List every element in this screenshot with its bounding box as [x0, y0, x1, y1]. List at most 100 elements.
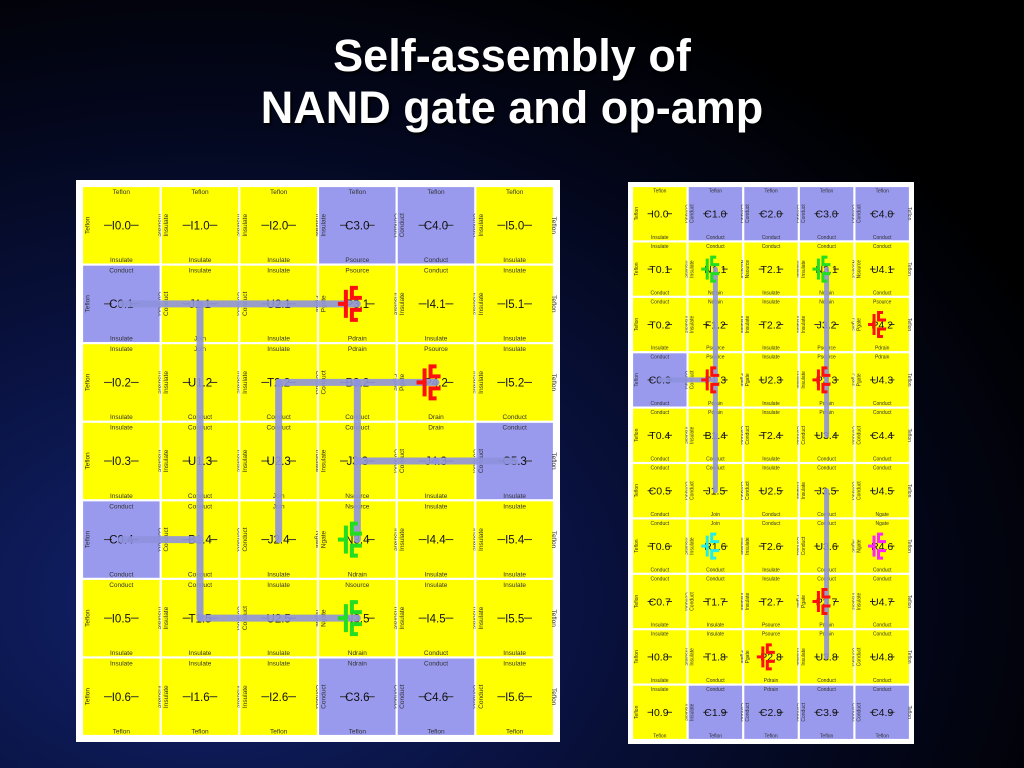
tile-edge-label-bottom: Insulate: [110, 493, 133, 500]
tile-edge-label-left: Conduct: [321, 684, 328, 708]
tile-edge-label-bottom: Insulate: [110, 414, 133, 421]
tile-edge-label-bottom: Insulate: [267, 650, 290, 657]
tile-edge-label-right: Conduct: [795, 703, 801, 722]
tile-edge-label-top: Pdrain: [764, 687, 779, 693]
tile-edge-label-top: Insulate: [503, 660, 526, 667]
tile-edge-label-right: Teflon: [906, 429, 912, 443]
tile-edge-label-bottom: Psource: [345, 257, 369, 264]
tile-edge-label-top: Conduct: [650, 521, 669, 527]
tile-edge-label-right: Conduct: [471, 213, 478, 237]
tile-label: P2.8: [760, 652, 782, 664]
tile-edge-label-left: Conduct: [478, 684, 485, 708]
tile-edge-label-left: Conduct: [856, 702, 862, 721]
tile-edge-label-top: Insulate: [762, 410, 780, 416]
tile-edge-label-right: Insulate: [393, 292, 400, 315]
tile-label: I0.3: [112, 456, 131, 468]
tile-edge-label-bottom: Insulate: [267, 571, 290, 578]
tile-label: C3.6: [345, 692, 369, 704]
transistor-glyph: [701, 366, 720, 394]
tile-edge-label-top: Insulate: [503, 268, 526, 275]
tile-edge-label-bottom: Insulate: [503, 493, 526, 500]
tile-edge-label-top: Insulate: [503, 346, 526, 353]
tile-edge-label-top: Conduct: [873, 466, 892, 472]
tile-edge-label-left: Teflon: [85, 216, 92, 234]
tile-label: I0.2: [112, 378, 131, 390]
tile-edge-label-top: Conduct: [817, 687, 836, 693]
tile-edge-label-right: Conduct: [471, 685, 478, 709]
tile-edge-label-top: Teflon: [270, 189, 288, 196]
tile-edge-label-right: Teflon: [906, 539, 912, 553]
tile-edge-label-left: Insulate: [163, 371, 170, 394]
tile-edge-label-top: Conduct: [503, 425, 527, 432]
tile-edge-label-left: Insulate: [478, 371, 485, 394]
tile-edge-label-bottom: Insulate: [762, 346, 780, 352]
tile-edge-label-right: Teflon: [906, 373, 912, 387]
tile-edge-label-top: Teflon: [764, 189, 778, 195]
tile-edge-label-top: Teflon: [653, 189, 667, 195]
tile-edge-label-right: Conduct: [684, 204, 690, 223]
tile-label: U4.1: [871, 264, 893, 276]
tile-edge-label-right: Insulate: [795, 316, 801, 334]
tile-edge-label-left: Insulate: [690, 316, 696, 334]
tile-edge-label-bottom: Conduct: [817, 235, 836, 241]
tile-edge-label-right: Insulate: [157, 214, 164, 237]
tile-edge-label-right: Conduct: [850, 426, 856, 445]
tile-edge-label-bottom: Teflon: [270, 729, 288, 736]
tile-edge-label-left: Teflon: [634, 318, 640, 332]
tile-edge-label-right: Insulate: [471, 292, 478, 315]
tile-edge-label-right: Teflon: [550, 688, 557, 706]
tile-edge-label-top: Insulate: [651, 244, 669, 250]
transistor-glyph: [337, 521, 362, 558]
tile-edge-label-left: Teflon: [634, 428, 640, 442]
tile-label: I0.6: [112, 692, 131, 704]
tile-label: I0.8: [651, 652, 669, 664]
tile-edge-label-left: Teflon: [85, 373, 92, 391]
tile-edge-label-top: Nsource: [345, 582, 370, 589]
tile-edge-label-right: Pgate: [739, 650, 745, 663]
tile-edge-label-top: Insulate: [267, 268, 290, 275]
tile-edge-label-bottom: Insulate: [425, 493, 448, 500]
tile-edge-label-top: Conduct: [873, 410, 892, 416]
tile-edge-label-bottom: Insulate: [503, 257, 526, 264]
tile-edge-label-left: Pgate: [745, 373, 751, 386]
tile-edge-label-right: Insulate: [850, 593, 856, 611]
tile-edge-label-bottom: Insulate: [503, 650, 526, 657]
tile-edge-label-bottom: Insulate: [503, 336, 526, 343]
tile-edge-label-left: Teflon: [85, 295, 92, 313]
tile-edge-label-right: Insulate: [157, 450, 164, 473]
tile-edge-label-top: Insulate: [267, 660, 290, 667]
tile-edge-label-left: Insulate: [399, 528, 406, 551]
tile-edge-label-left: Insulate: [690, 426, 696, 444]
tile-edge-label-top: Ndrain: [348, 660, 368, 667]
tile-edge-label-right: Conduct: [850, 648, 856, 667]
tile-edge-label-right: Insulate: [684, 704, 690, 722]
tile-label: T0.4: [649, 430, 670, 442]
tile-edge-label-bottom: Teflon: [349, 729, 367, 736]
tile-edge-label-right: Conduct: [314, 685, 321, 709]
tile-edge-label-bottom: Pdrain: [764, 678, 779, 684]
tile-edge-label-right: Teflon: [906, 262, 912, 276]
tile-label: C0.5: [649, 485, 671, 497]
transistor-glyph: [868, 311, 887, 338]
tile-edge-label-right: Insulate: [235, 450, 242, 473]
tile-edge-label-top: Insulate: [762, 466, 780, 472]
tile-edge-label-left: Conduct: [399, 684, 406, 708]
tile-edge-label-bottom: Conduct: [817, 457, 836, 463]
tile-label: R1.6: [704, 541, 726, 553]
tile-edge-label-left: Insulate: [801, 371, 807, 389]
transistor-glyph: [756, 643, 775, 671]
tile-label: T2.7: [760, 596, 781, 608]
tile-edge-label-left: Conduct: [801, 425, 807, 444]
tile-edge-label-left: Conduct: [801, 702, 807, 721]
tile-edge-label-left: Conduct: [399, 213, 406, 237]
tile-edge-label-right: Teflon: [906, 706, 912, 720]
tile-label: R4.6: [871, 541, 893, 553]
tile-edge-label-right: Insulate: [314, 214, 321, 237]
